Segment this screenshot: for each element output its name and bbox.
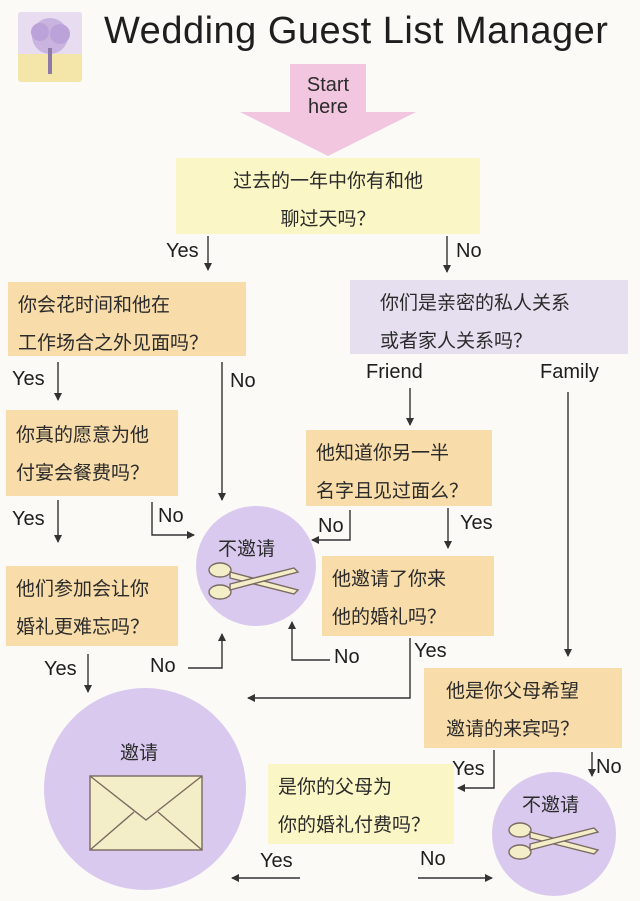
question-line: 婚礼更难忘吗？: [16, 616, 150, 638]
question-line: 你真的愿意为他: [16, 424, 150, 446]
outcome-no-invite-label-2: 不邀请: [522, 794, 580, 816]
question-line: 聊过天吗？: [280, 208, 376, 230]
question-line: 是你的父母为: [278, 776, 393, 798]
branch-label-friend: Friend: [366, 361, 423, 383]
question-line: 他知道你另一半: [316, 442, 450, 464]
start-label-line1: Start: [306, 74, 350, 96]
branch-label-no: No: [318, 515, 344, 537]
start-label: Start here: [290, 74, 366, 118]
question-parents-paying: 是你的父母为 你的婚礼付费吗？: [268, 764, 454, 844]
branch-label-yes: Yes: [44, 658, 77, 680]
question-line: 他的婚礼吗？: [332, 606, 447, 628]
branch-label-yes: Yes: [166, 240, 199, 262]
branch-label-no: No: [596, 756, 622, 778]
start-arrow: [240, 64, 416, 156]
outcome-invite-label: 邀请: [120, 742, 159, 764]
question-line: 邀请的来宾吗？: [446, 718, 580, 740]
question-knows-partner: 他知道你另一半 名字且见过面么？: [306, 430, 492, 506]
branch-label-no: No: [456, 240, 482, 262]
branch-label-family: Family: [540, 361, 599, 383]
branch-label-no: No: [334, 646, 360, 668]
branch-label-yes: Yes: [12, 368, 45, 390]
question-line: 他邀请了你来: [332, 568, 447, 590]
question-line: 或者家人关系吗？: [380, 330, 533, 352]
branch-label-yes: Yes: [260, 850, 293, 872]
branch-label-no: No: [150, 655, 176, 677]
branch-label-no: No: [158, 505, 184, 527]
branch-label-no: No: [230, 370, 256, 392]
question-line: 过去的一年中你有和他: [232, 170, 423, 192]
question-close-relationship: 你们是亲密的私人关系 或者家人关系吗？: [350, 280, 628, 354]
question-line: 你会花时间和他在: [18, 294, 171, 316]
branch-label-yes: Yes: [460, 512, 493, 534]
envelope-icon: [88, 774, 204, 856]
question-line: 你的婚礼付费吗？: [278, 814, 431, 836]
question-line: 付宴会餐费吗？: [16, 462, 150, 484]
question-more-memorable: 他们参加会让你 婚礼更难忘吗？: [6, 566, 178, 646]
question-parents-want: 他是你父母希望 邀请的来宾吗？: [424, 668, 622, 748]
question-invited-you: 他邀请了你来 他的婚礼吗？: [322, 556, 494, 636]
branch-label-yes: Yes: [452, 758, 485, 780]
question-line: 他是你父母希望: [446, 680, 580, 702]
branch-label-yes: Yes: [414, 640, 447, 662]
branch-label-no: No: [420, 848, 446, 870]
branch-label-yes: Yes: [12, 508, 45, 530]
start-label-line2: here: [307, 96, 349, 118]
outcome-no-invite-label: 不邀请: [218, 538, 276, 560]
question-line: 名字且见过面么？: [316, 480, 469, 502]
question-line: 工作场合之外见面吗？: [18, 332, 209, 354]
question-meet-outside-work: 你会花时间和他在 工作场合之外见面吗？: [8, 282, 246, 356]
page-title: Wedding Guest List Manager: [104, 10, 609, 52]
question-pay-dinner: 你真的愿意为他 付宴会餐费吗？: [6, 410, 178, 496]
question-line: 你们是亲密的私人关系: [380, 292, 571, 314]
scissors-icon: [502, 816, 606, 870]
question-chatted-past-year: 过去的一年中你有和他 聊过天吗？: [176, 158, 480, 234]
scissors-icon: [204, 556, 304, 610]
question-line: 他们参加会让你: [16, 578, 150, 600]
tree-logo-icon: [18, 12, 82, 82]
